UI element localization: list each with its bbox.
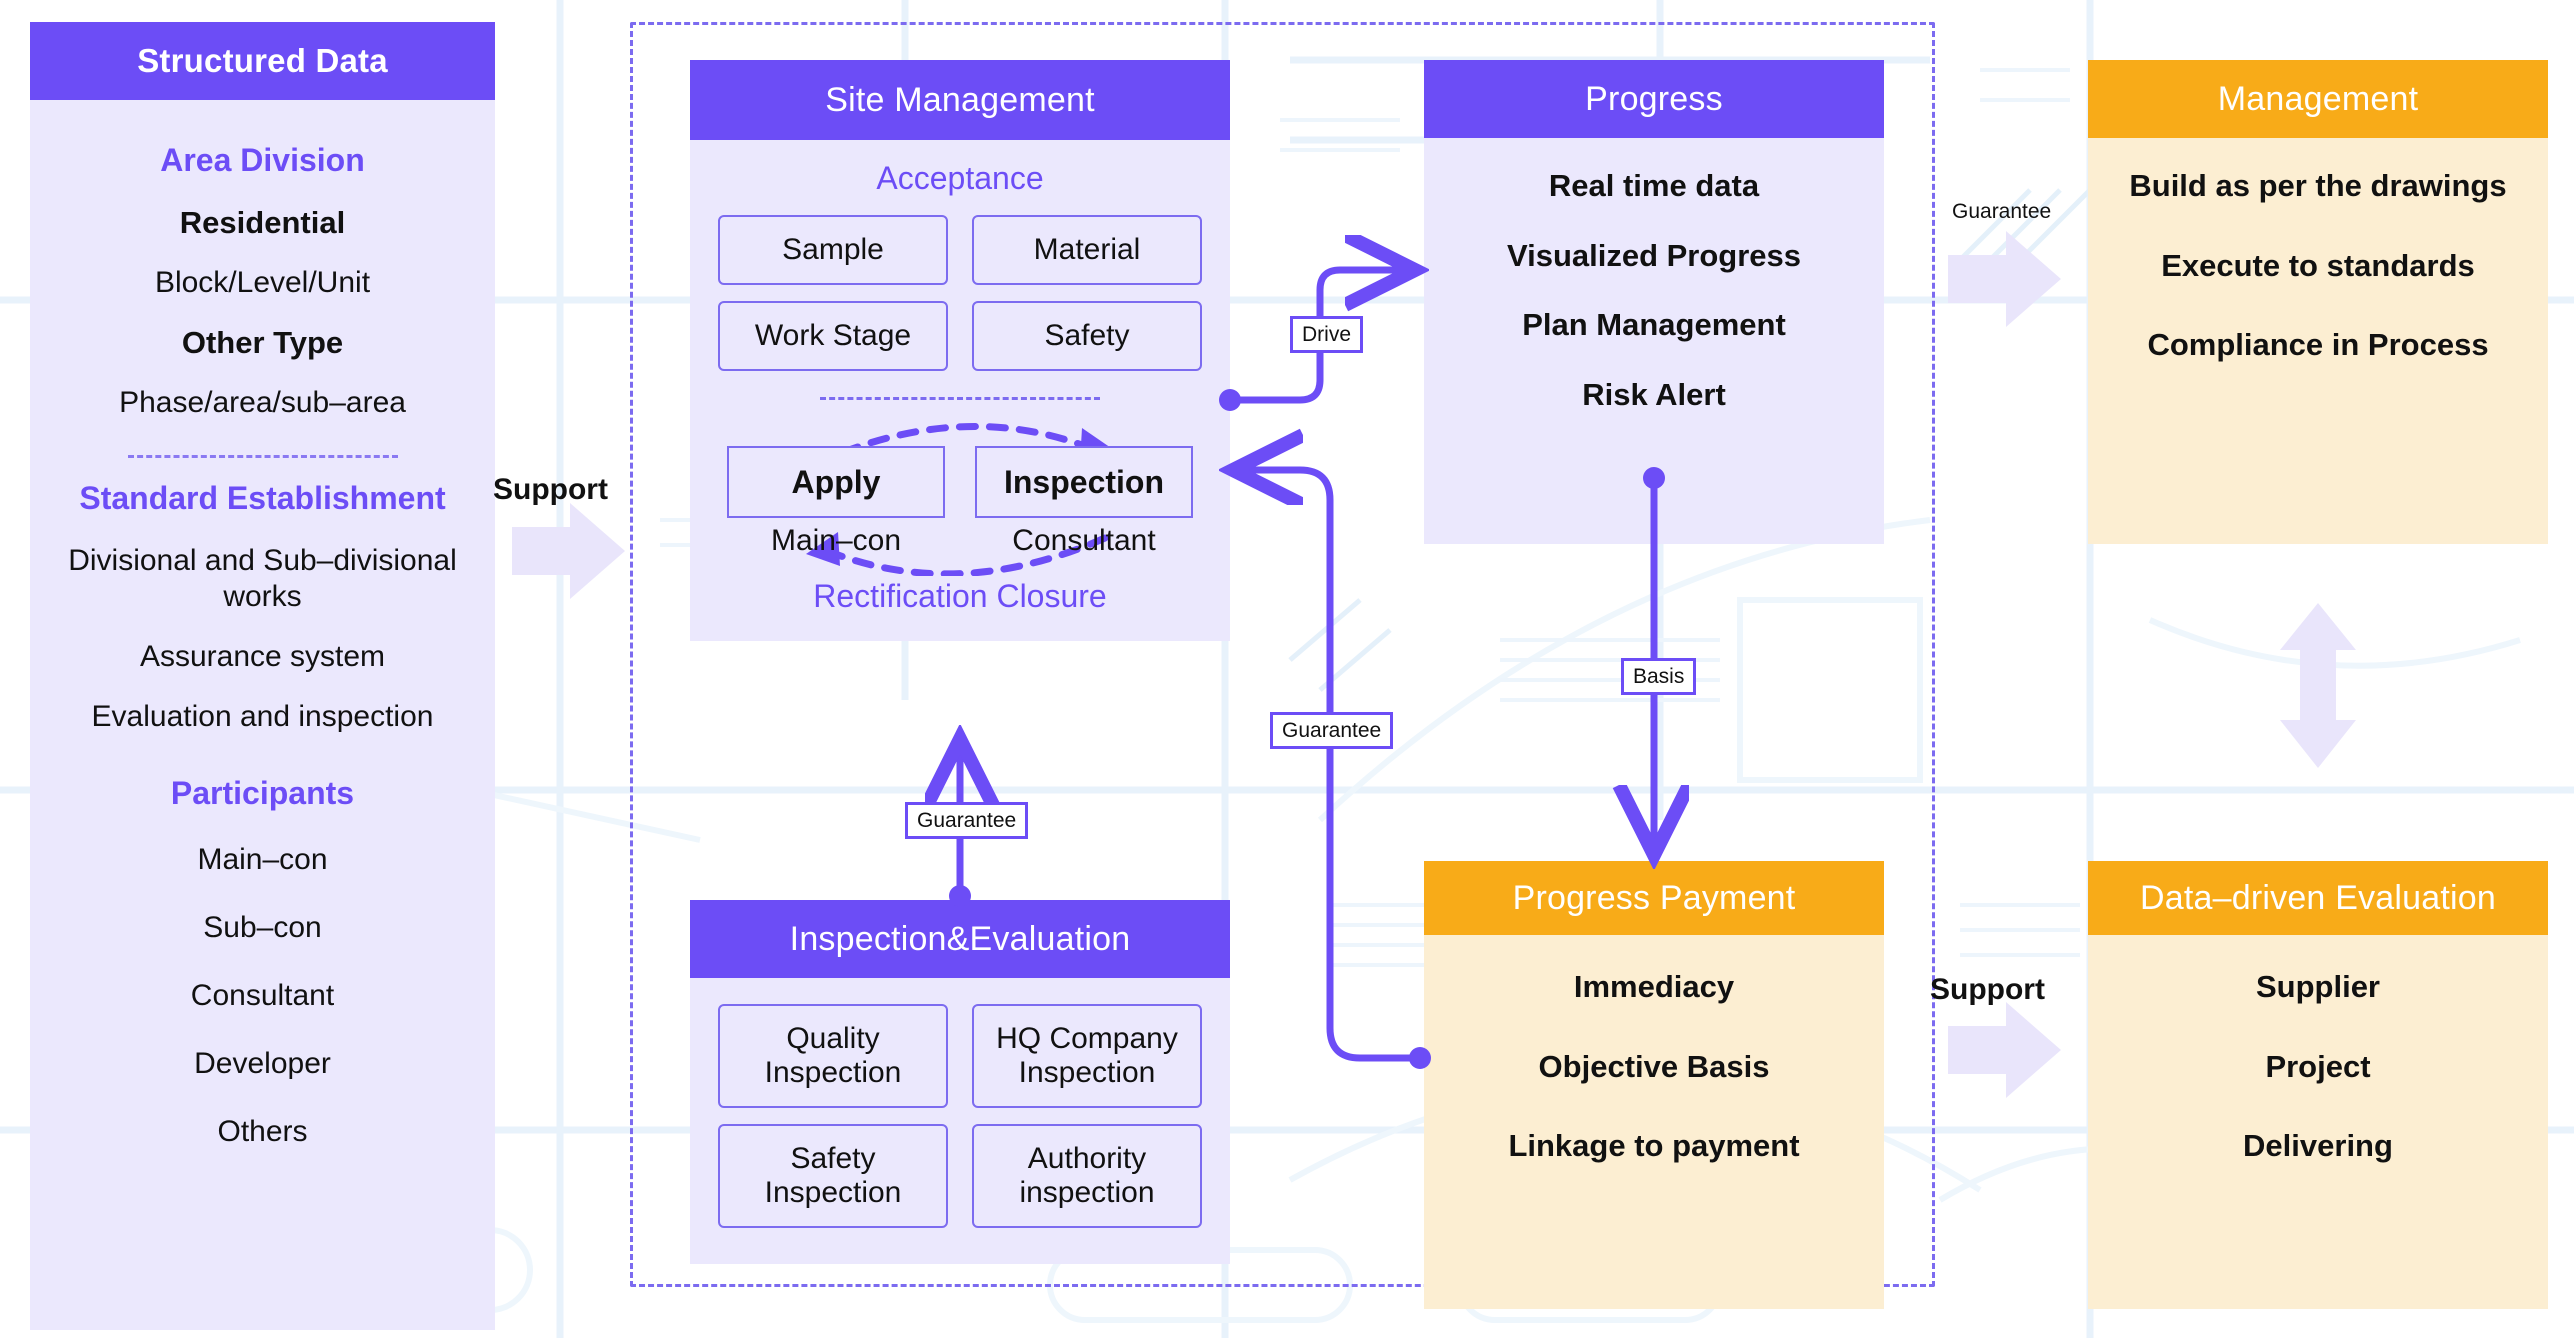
section-heading-participants: Participants bbox=[170, 775, 355, 811]
progress-payment-body: Immediacy Objective Basis Linkage to pay… bbox=[1424, 935, 1884, 1309]
divider-dashed-acceptance bbox=[820, 397, 1100, 400]
card-site-management: Site Management Acceptance Sample Materi… bbox=[690, 60, 1230, 641]
sd-item-consultant: Consultant bbox=[190, 979, 335, 1012]
progress-item-visualized-progress: Visualized Progress bbox=[1506, 237, 1802, 273]
cycle-sub-apply: Main–con bbox=[770, 524, 902, 557]
dde-item-delivering: Delivering bbox=[2243, 1128, 2393, 1164]
management-title: Management bbox=[2088, 60, 2548, 138]
dde-item-supplier: Supplier bbox=[2255, 969, 2380, 1004]
progress-payment-item-objective-basis: Objective Basis bbox=[1538, 1048, 1770, 1084]
inspection-item-safety[interactable]: Safety Inspection bbox=[718, 1124, 948, 1228]
site-management-title: Site Management bbox=[690, 60, 1230, 140]
inspection-item-authority[interactable]: Authority inspection bbox=[972, 1124, 1202, 1228]
acceptance-label: Acceptance bbox=[876, 160, 1044, 196]
card-management: Management Build as per the drawings Exe… bbox=[2088, 60, 2548, 544]
divider-dashed-1 bbox=[127, 455, 398, 458]
progress-item-plan-management: Plan Management bbox=[1522, 307, 1786, 343]
section-heading-standard-establishment: Standard Establishment bbox=[79, 480, 446, 516]
inspection-item-quality[interactable]: Quality Inspection bbox=[718, 1004, 948, 1108]
management-item-execute-to-standards: Execute to standards bbox=[2161, 247, 2475, 283]
sd-item-other-type: Other Type bbox=[181, 325, 344, 360]
label-support-left: Support bbox=[493, 473, 608, 506]
cycle-box-inspection[interactable]: Inspection bbox=[975, 446, 1193, 518]
progress-title: Progress bbox=[1424, 60, 1884, 138]
structured-data-body: Area Division Residential Block/Level/Un… bbox=[30, 100, 495, 1330]
inspection-item-hq-company[interactable]: HQ Company Inspection bbox=[972, 1004, 1202, 1108]
acceptance-item-work-stage[interactable]: Work Stage bbox=[718, 301, 948, 371]
sd-item-main-con: Main–con bbox=[197, 843, 328, 876]
label-guarantee-management: Guarantee bbox=[1952, 200, 2052, 223]
inspection-evaluation-body: Quality Inspection HQ Company Inspection… bbox=[690, 978, 1230, 1264]
inspection-grid: Quality Inspection HQ Company Inspection… bbox=[690, 1004, 1230, 1228]
section-heading-area-division: Area Division bbox=[160, 142, 365, 178]
dde-item-project: Project bbox=[2265, 1048, 2371, 1084]
cycle-sub-inspection: Consultant bbox=[1012, 524, 1156, 557]
rectification-closure-label: Rectification Closure bbox=[813, 578, 1107, 614]
card-structured-data: Structured Data Area Division Residentia… bbox=[30, 22, 495, 1330]
card-progress: Progress Real time data Visualized Progr… bbox=[1424, 60, 1884, 544]
progress-item-risk-alert: Risk Alert bbox=[1582, 376, 1726, 412]
sd-item-developer: Developer bbox=[194, 1047, 331, 1080]
rectification-cycle: Apply Main–con Inspection Consultant bbox=[690, 406, 1230, 576]
card-inspection-evaluation: Inspection&Evaluation Quality Inspection… bbox=[690, 900, 1230, 1264]
structured-data-title: Structured Data bbox=[30, 22, 495, 100]
sd-item-divisional-works: Divisional and Sub–divisional works bbox=[68, 544, 457, 613]
progress-payment-item-immediacy: Immediacy bbox=[1573, 969, 1735, 1004]
sd-item-assurance-system: Assurance system bbox=[139, 640, 386, 673]
progress-item-real-time-data: Real time data bbox=[1548, 168, 1760, 203]
progress-payment-title: Progress Payment bbox=[1424, 861, 1884, 935]
management-item-build-as-per-drawings: Build as per the drawings bbox=[2129, 168, 2507, 203]
sd-item-evaluation-and-inspection: Evaluation and inspection bbox=[91, 700, 434, 733]
edge-label-guarantee-payment: Guarantee bbox=[1270, 712, 1394, 750]
site-management-body: Acceptance Sample Material Work Stage Sa… bbox=[690, 140, 1230, 641]
progress-body: Real time data Visualized Progress Plan … bbox=[1424, 138, 1884, 544]
edge-label-drive: Drive bbox=[1290, 316, 1364, 354]
progress-payment-item-linkage-to-payment: Linkage to payment bbox=[1508, 1128, 1800, 1164]
inspection-evaluation-title: Inspection&Evaluation bbox=[690, 900, 1230, 978]
data-driven-evaluation-title: Data–driven Evaluation bbox=[2088, 861, 2548, 935]
sd-item-others: Others bbox=[217, 1115, 308, 1148]
cycle-cell-inspection: Inspection Consultant bbox=[975, 446, 1193, 558]
sd-item-residential: Residential bbox=[179, 205, 346, 240]
pale-arrow-support-right bbox=[1948, 1002, 2061, 1098]
acceptance-item-sample[interactable]: Sample bbox=[718, 215, 948, 285]
management-body: Build as per the drawings Execute to sta… bbox=[2088, 138, 2548, 544]
acceptance-grid: Sample Material Work Stage Safety bbox=[690, 215, 1230, 371]
pale-arrow-vertical-double bbox=[2280, 603, 2356, 768]
card-progress-payment: Progress Payment Immediacy Objective Bas… bbox=[1424, 861, 1884, 1309]
pale-arrow-support-left bbox=[512, 503, 625, 599]
card-data-driven-evaluation: Data–driven Evaluation Supplier Project … bbox=[2088, 861, 2548, 1309]
edge-label-guarantee-inspection: Guarantee bbox=[905, 802, 1029, 840]
label-support-right: Support bbox=[1930, 973, 2045, 1006]
sd-item-block-level-unit: Block/Level/Unit bbox=[154, 266, 371, 299]
pale-arrow-guarantee-management bbox=[1948, 231, 2061, 327]
management-item-compliance-in-process: Compliance in Process bbox=[2147, 327, 2489, 363]
data-driven-evaluation-body: Supplier Project Delivering bbox=[2088, 935, 2548, 1309]
cycle-pair: Apply Main–con Inspection Consultant bbox=[690, 446, 1230, 558]
dashed-boundary-region bbox=[630, 22, 1935, 1287]
sd-item-phase-area-subarea: Phase/area/sub–area bbox=[119, 386, 406, 419]
acceptance-item-safety[interactable]: Safety bbox=[972, 301, 1202, 371]
acceptance-item-material[interactable]: Material bbox=[972, 215, 1202, 285]
cycle-cell-apply: Apply Main–con bbox=[727, 446, 945, 558]
cycle-box-apply[interactable]: Apply bbox=[727, 446, 945, 518]
edge-label-basis: Basis bbox=[1621, 658, 1697, 696]
sd-item-sub-con: Sub–con bbox=[203, 911, 322, 944]
